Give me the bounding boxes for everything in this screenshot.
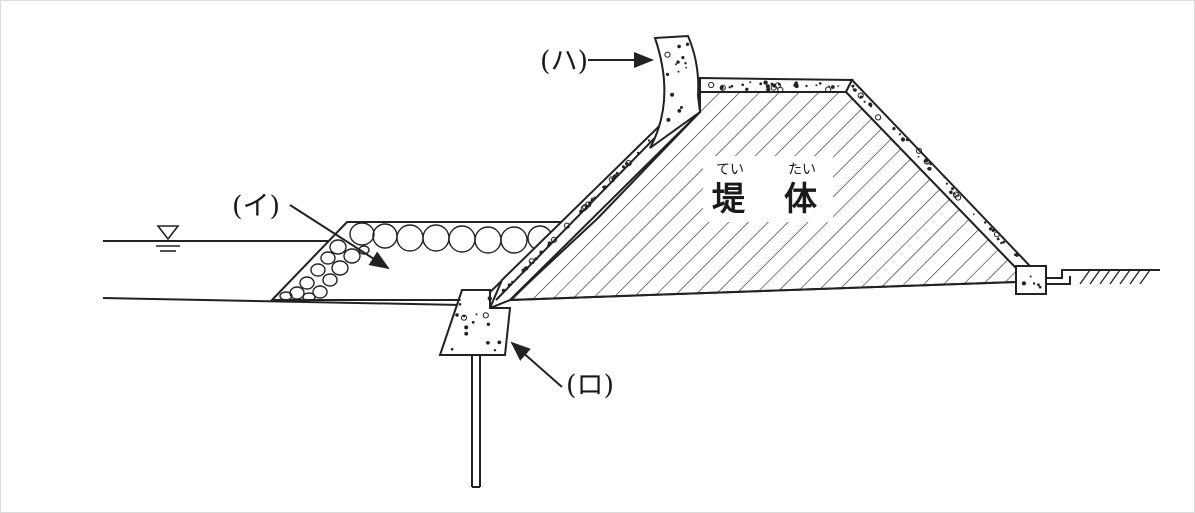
label-ro-arrow (510, 341, 563, 388)
embankment-label-bg (703, 156, 833, 222)
label-ha: (ハ) (540, 46, 588, 77)
embankment-char-1: 堤 (712, 179, 746, 218)
label-i: (イ) (232, 191, 280, 222)
embankment-ruby-1: てい (716, 162, 744, 178)
label-ro: (ロ) (566, 370, 614, 401)
parapet-wall (649, 34, 702, 149)
label-i-arrow (289, 204, 390, 270)
toe-plinth (438, 289, 512, 488)
concrete-aggregate-texture (450, 42, 1042, 352)
ground-hatch-icon (1079, 269, 1151, 285)
embankment-char-2: 体 (784, 179, 817, 218)
upstream-ground-line (102, 297, 463, 306)
embankment-ruby-2: たい (788, 162, 816, 178)
downstream-drain (1015, 265, 1160, 295)
water-level-icon (156, 225, 180, 252)
foundation-line (509, 281, 1017, 301)
riprap-rock-fill (269, 221, 565, 301)
